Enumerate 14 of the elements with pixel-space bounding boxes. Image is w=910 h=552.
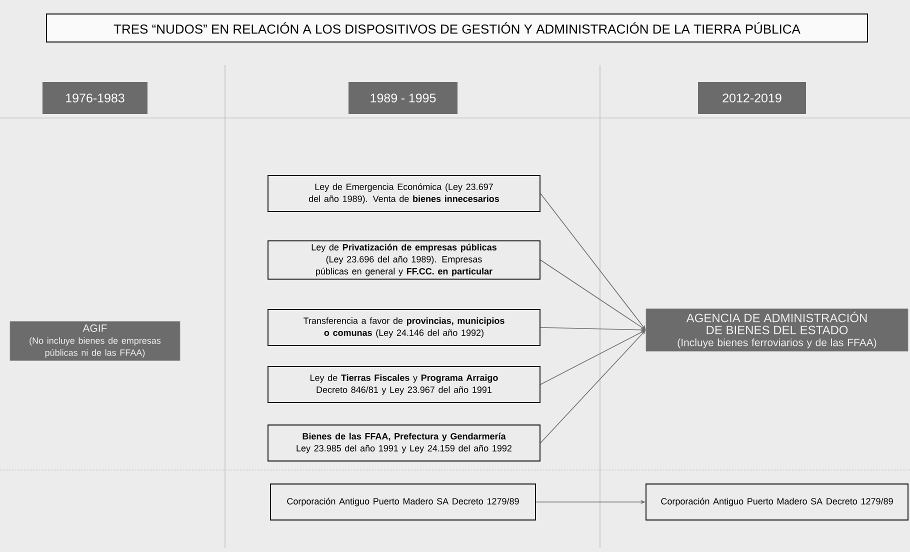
period-header: 1976-1983 [42, 82, 148, 114]
arrow [540, 193, 646, 330]
law-box: Ley de Privatización de empresas públicas (Ley 23.696 del año 1989). Empresas públicas en general y FF.CC. en particular [268, 240, 540, 280]
agency-box: AGIF (No incluye bienes de empresas públicas ni de las FFAA) [10, 321, 180, 361]
period-header: 1989 - 1995 [348, 82, 458, 114]
agency-box: AGENCIA DE ADMINISTRACIÓN DE BIENES DEL ESTADO (Incluye bienes ferroviarios y de las FFAA) [646, 308, 908, 352]
law-box: Ley de Emergencia Económica (Ley 23.697 del año 1989). Venta de bienes innecesarios [268, 175, 540, 212]
title-box: TRES “NUDOS” EN RELACIÓN A LOS DISPOSITIVOS DE GESTIÓN Y ADMINISTRACIÓN DE LA TIERRA PÚBLICA [46, 14, 868, 42]
law-box: Corporación Antiguo Puerto Madero SA Decreto 1279/89 [646, 484, 908, 520]
period-header: 2012-2019 [698, 82, 806, 114]
law-box: Corporación Antiguo Puerto Madero SA Decreto 1279/89 [270, 484, 536, 520]
law-box: Bienes de las FFAA, Prefectura y Gendarmería Ley 23.985 del año 1991 y Ley 24.159 del año 1992 [268, 424, 540, 462]
law-box: Transferencia a favor de provincias, municipios o comunas (Ley 24.146 del año 1992) [268, 309, 540, 346]
law-box: Ley de Tierras Fiscales y Programa Arraigo Decreto 846/81 y Ley 23.967 del año 1991 [268, 366, 540, 403]
